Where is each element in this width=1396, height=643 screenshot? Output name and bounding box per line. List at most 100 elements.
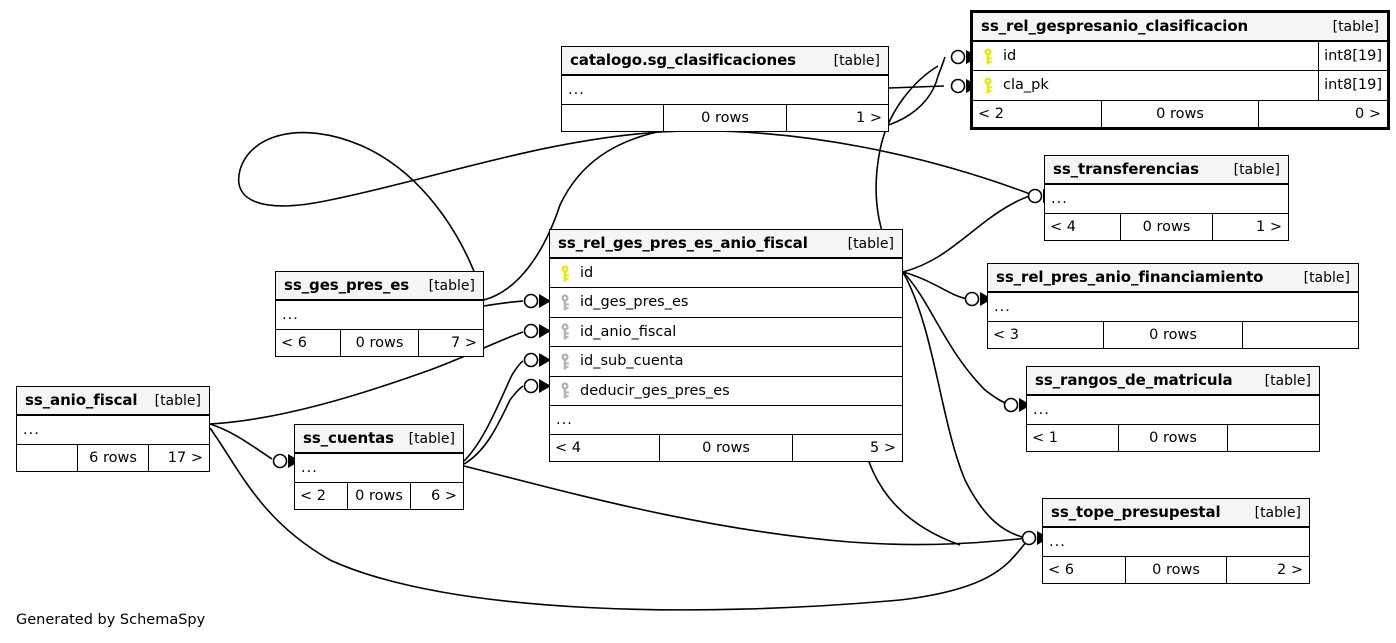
row-count: 0 rows [663, 105, 787, 132]
table-footer: 0 rows 1 > [562, 105, 888, 132]
row-count: 0 rows [1102, 322, 1244, 349]
outbound-relation-count: 17 > [167, 450, 203, 467]
row-count: 0 rows [1120, 214, 1213, 241]
row-count: 0 rows [340, 330, 419, 357]
table-column-deducir_ges_pres_es[interactable]: deducir_ges_pres_es [550, 376, 902, 406]
row-count: 0 rows [659, 435, 793, 462]
inbound-relation-count [562, 105, 663, 131]
column-type: int8[19] [1318, 42, 1387, 71]
table-header[interactable]: ss_ges_pres_es[table] [276, 272, 483, 301]
table-column-id_sub_cuenta[interactable]: id_sub_cuenta [550, 347, 902, 377]
table-node-ss_rel_gespresanio_clasificacion[interactable]: ss_rel_gespresanio_clasificacion[table]i… [970, 10, 1390, 130]
edge-aniofiscal-to-cuentas [209, 423, 273, 460]
table-header[interactable]: ss_tope_presupestal [table] [1043, 499, 1309, 528]
table-header[interactable]: ss_transferencias[table] [1045, 156, 1288, 185]
inbound-relation-count: < 6 [281, 335, 307, 352]
table-footer: < 1 0 rows [1027, 425, 1319, 452]
column-name: id_anio_fiscal [580, 323, 677, 340]
row-count: 0 rows [1125, 557, 1227, 584]
inbound-relation-count: < 4 [1050, 219, 1076, 236]
table-column-ellipsis: ... [562, 76, 888, 106]
table-column-ellipsis: ... [1045, 185, 1288, 215]
table-column-cla_pk[interactable]: cla_pk int8[19] [973, 71, 1387, 101]
inbound-relation-count: < 6 [1048, 562, 1074, 579]
column-type: int8[19] [1318, 71, 1387, 100]
table-name: ss_tope_presupestal [1051, 503, 1221, 521]
column-name: ... [568, 81, 585, 98]
outbound-relation-count: 0 > [1355, 105, 1381, 122]
column-name: ... [23, 421, 40, 438]
table-column-ellipsis: ... [17, 416, 209, 446]
table-header[interactable]: ss_cuentas[table] [295, 425, 463, 454]
table-column-ellipsis: ... [988, 293, 1358, 323]
edge-relges-to-presaniofin [902, 271, 971, 300]
table-column-ellipsis: ... [550, 405, 902, 436]
table-header[interactable]: ss_rel_pres_anio_financiamiento[table] [988, 264, 1358, 293]
table-header[interactable]: catalogo.sg_clasificaciones[table] [562, 47, 888, 76]
outbound-relation-count: 7 > [451, 335, 477, 352]
primary-key-icon [973, 48, 1001, 65]
row-count: 0 rows [1101, 100, 1259, 127]
table-column-id[interactable]: id [550, 259, 902, 289]
table-column-ellipsis: ... [276, 301, 483, 331]
table-column-id_ges_pres_es[interactable]: id_ges_pres_es [550, 288, 902, 318]
primary-key-icon [550, 265, 578, 282]
table-node-catalogo_sg_clasificaciones[interactable]: catalogo.sg_clasificaciones[table]... 0 r… [561, 46, 889, 133]
table-column-id_anio_fiscal[interactable]: id_anio_fiscal [550, 317, 902, 348]
edge-cuentas-to-relges-idsubcuenta [463, 360, 524, 462]
table-header[interactable]: ss_rangos_de_matricula[table] [1027, 367, 1319, 396]
column-name: ... [1033, 401, 1050, 418]
index-key-icon [550, 382, 578, 399]
inbound-relation-count: < 2 [978, 105, 1004, 122]
table-node-ss_rangos_de_matricula[interactable]: ss_rangos_de_matricula[table]... < 1 0 row… [1026, 366, 1320, 453]
table-header[interactable]: ss_rel_gespresanio_clasificacion[table] [973, 13, 1387, 42]
row-count: 0 rows [1117, 425, 1229, 452]
edge-catalogo-to-clapk [888, 85, 945, 89]
table-node-ss_rel_ges_pres_es_anio_fiscal[interactable]: ss_rel_ges_pres_es_anio_fiscal[table]id i… [549, 229, 903, 463]
column-name: deducir_ges_pres_es [580, 382, 730, 399]
table-name: ss_rel_ges_pres_es_anio_fiscal [558, 234, 808, 252]
column-name: id_ges_pres_es [580, 294, 689, 311]
index-key-icon [550, 294, 578, 311]
inbound-relation-count: < 2 [300, 488, 326, 505]
table-name: ss_rel_gespresanio_clasificacion [981, 17, 1249, 35]
schemaspy-credit: Generated by SchemaSpy [16, 612, 206, 628]
table-node-ss_cuentas[interactable]: ss_cuentas[table]... < 2 0 rows 6 > [294, 424, 464, 511]
outbound-relation-count: 6 > [431, 488, 457, 505]
table-footer: < 2 0 rows 6 > [295, 483, 463, 510]
outbound-relation-count [1228, 425, 1319, 451]
outbound-relation-count: 2 > [1277, 562, 1303, 579]
table-header[interactable]: ss_anio_fiscal[table] [17, 387, 209, 416]
table-column-ellipsis: ... [1043, 528, 1309, 558]
column-name: cla_pk [1003, 77, 1049, 94]
table-type-tag: [table] [1254, 504, 1301, 521]
table-node-ss_rel_pres_anio_financiamiento[interactable]: ss_rel_pres_anio_financiamiento[table]..… [987, 263, 1359, 350]
index-key-icon [550, 353, 578, 370]
table-footer: < 6 0 rows 2 > [1043, 557, 1309, 584]
table-type-tag: [table] [1264, 372, 1311, 389]
table-type-tag: [table] [1303, 269, 1350, 286]
table-header[interactable]: ss_rel_ges_pres_es_anio_fiscal[table] [550, 230, 902, 259]
table-type-tag: [table] [1233, 161, 1280, 178]
edge-gespreses-to-relges-idgespreses [483, 300, 524, 307]
outbound-relation-count: 1 > [856, 110, 882, 127]
table-name: catalogo.sg_clasificaciones [570, 51, 796, 69]
table-type-tag: [table] [154, 392, 201, 409]
table-name: ss_ges_pres_es [284, 276, 410, 294]
column-name: id [580, 264, 594, 281]
table-node-ss_tope_presupestal[interactable]: ss_tope_presupestal [table]... < 6 0 rows 2 … [1042, 498, 1310, 585]
column-name: ... [301, 459, 318, 476]
row-count: 0 rows [347, 483, 411, 510]
inbound-relation-count: < 4 [555, 440, 581, 457]
edge-relges-to-transferencias [902, 195, 1031, 273]
table-type-tag: [table] [408, 430, 455, 447]
table-node-ss_ges_pres_es[interactable]: ss_ges_pres_es[table]... < 6 0 rows 7 > [275, 271, 484, 358]
inbound-relation-count: < 1 [1032, 430, 1058, 447]
table-footer: < 2 0 rows 0 > [973, 100, 1387, 127]
